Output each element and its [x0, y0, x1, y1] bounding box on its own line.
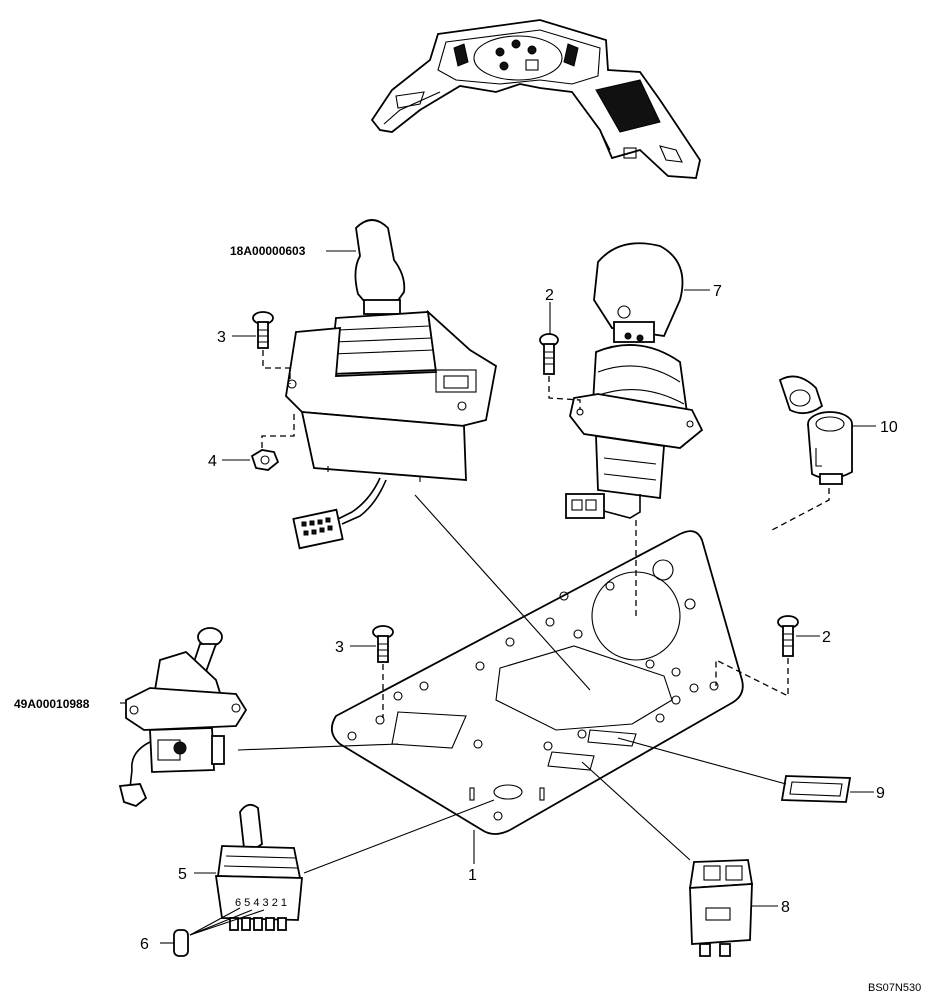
console-housing: [370, 19, 701, 179]
rocker-switch-item-8: [688, 859, 754, 957]
callout-2-lower: 2: [822, 629, 831, 646]
leader-lines: [120, 250, 876, 944]
svg-text:6 5 4 3 2 1: 6 5 4 3 2 1: [235, 897, 287, 909]
screw-item-3-upper: [252, 311, 274, 349]
screw-item-2-upper: [539, 333, 559, 375]
terminal-pins: [229, 917, 287, 931]
callout-3-lower: 3: [335, 639, 344, 656]
mounting-holes: [347, 581, 719, 821]
nut-item-4: [250, 449, 280, 471]
callout-5: 5: [178, 866, 187, 883]
callout-7: 7: [713, 283, 722, 300]
joystick-right: [565, 242, 704, 519]
callout-9: 9: [876, 785, 885, 802]
screw-item-3-lower: [372, 625, 394, 663]
lever-unit: [118, 627, 248, 808]
filler-plate-item-9: [780, 775, 852, 803]
connector-pins: [301, 517, 333, 536]
callout-1: 1: [468, 867, 477, 884]
callout-2-upper: 2: [545, 287, 554, 304]
callout-4: 4: [208, 453, 217, 470]
assembly-dashed-lines: [261, 350, 830, 718]
pin-item-6: [173, 929, 189, 957]
part-number-lever-unit: 49A00010988: [14, 697, 90, 711]
joystick-left: [285, 219, 497, 550]
callout-labels: 1 2 2 3 3 4 5 6 7 8 9 10 18A00000603 49A…: [14, 244, 921, 994]
callout-8: 8: [781, 899, 790, 916]
callout-3-upper: 3: [217, 329, 226, 346]
part-number-joystick: 18A00000603: [230, 244, 306, 258]
power-socket-item-10: [778, 375, 853, 485]
screw-item-2-lower: [777, 615, 799, 657]
callout-10: 10: [880, 419, 898, 436]
callout-6: 6: [140, 936, 149, 953]
base-plate: [330, 530, 744, 835]
drawing-code: BS07N530: [868, 982, 921, 994]
